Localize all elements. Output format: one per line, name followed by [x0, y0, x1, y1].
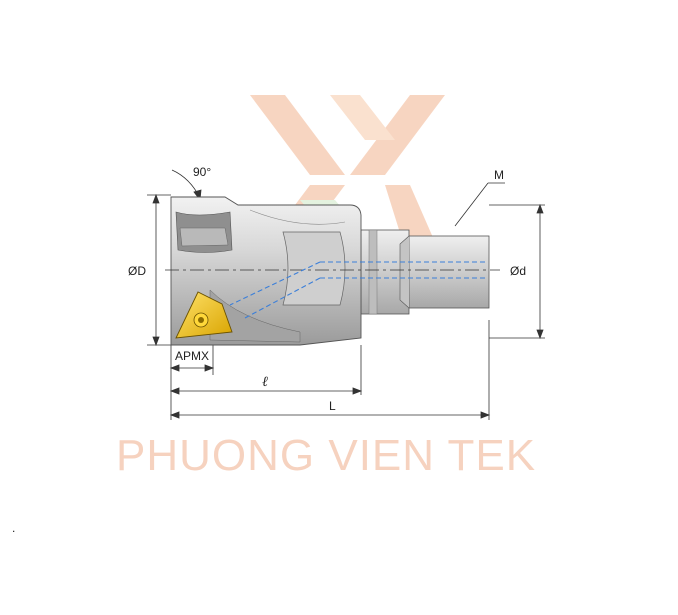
thread-leader — [454, 182, 505, 227]
angle-label: 90° — [193, 165, 211, 179]
l-small-dimension-line — [169, 387, 363, 395]
extension-lines — [147, 194, 545, 420]
shank-diameter-label: Ød — [510, 264, 526, 278]
body-diameter-label: ØD — [128, 264, 146, 278]
apmx-label: APMX — [175, 349, 209, 363]
shank-diameter-dimension-line — [536, 203, 544, 340]
l-total-label: L — [329, 399, 336, 413]
thread-label: M — [494, 168, 504, 182]
shank — [360, 229, 490, 315]
l-small-label: ℓ — [262, 375, 268, 390]
od-dimension-line — [152, 193, 160, 347]
coolant-channels — [229, 261, 485, 319]
stray-dot: . — [12, 521, 15, 535]
apmx-dimension-line — [169, 364, 215, 372]
cutting-insert — [175, 291, 233, 339]
watermark-text: PHUONG VIEN TEK — [116, 431, 536, 480]
l-total-dimension-line — [169, 411, 491, 419]
